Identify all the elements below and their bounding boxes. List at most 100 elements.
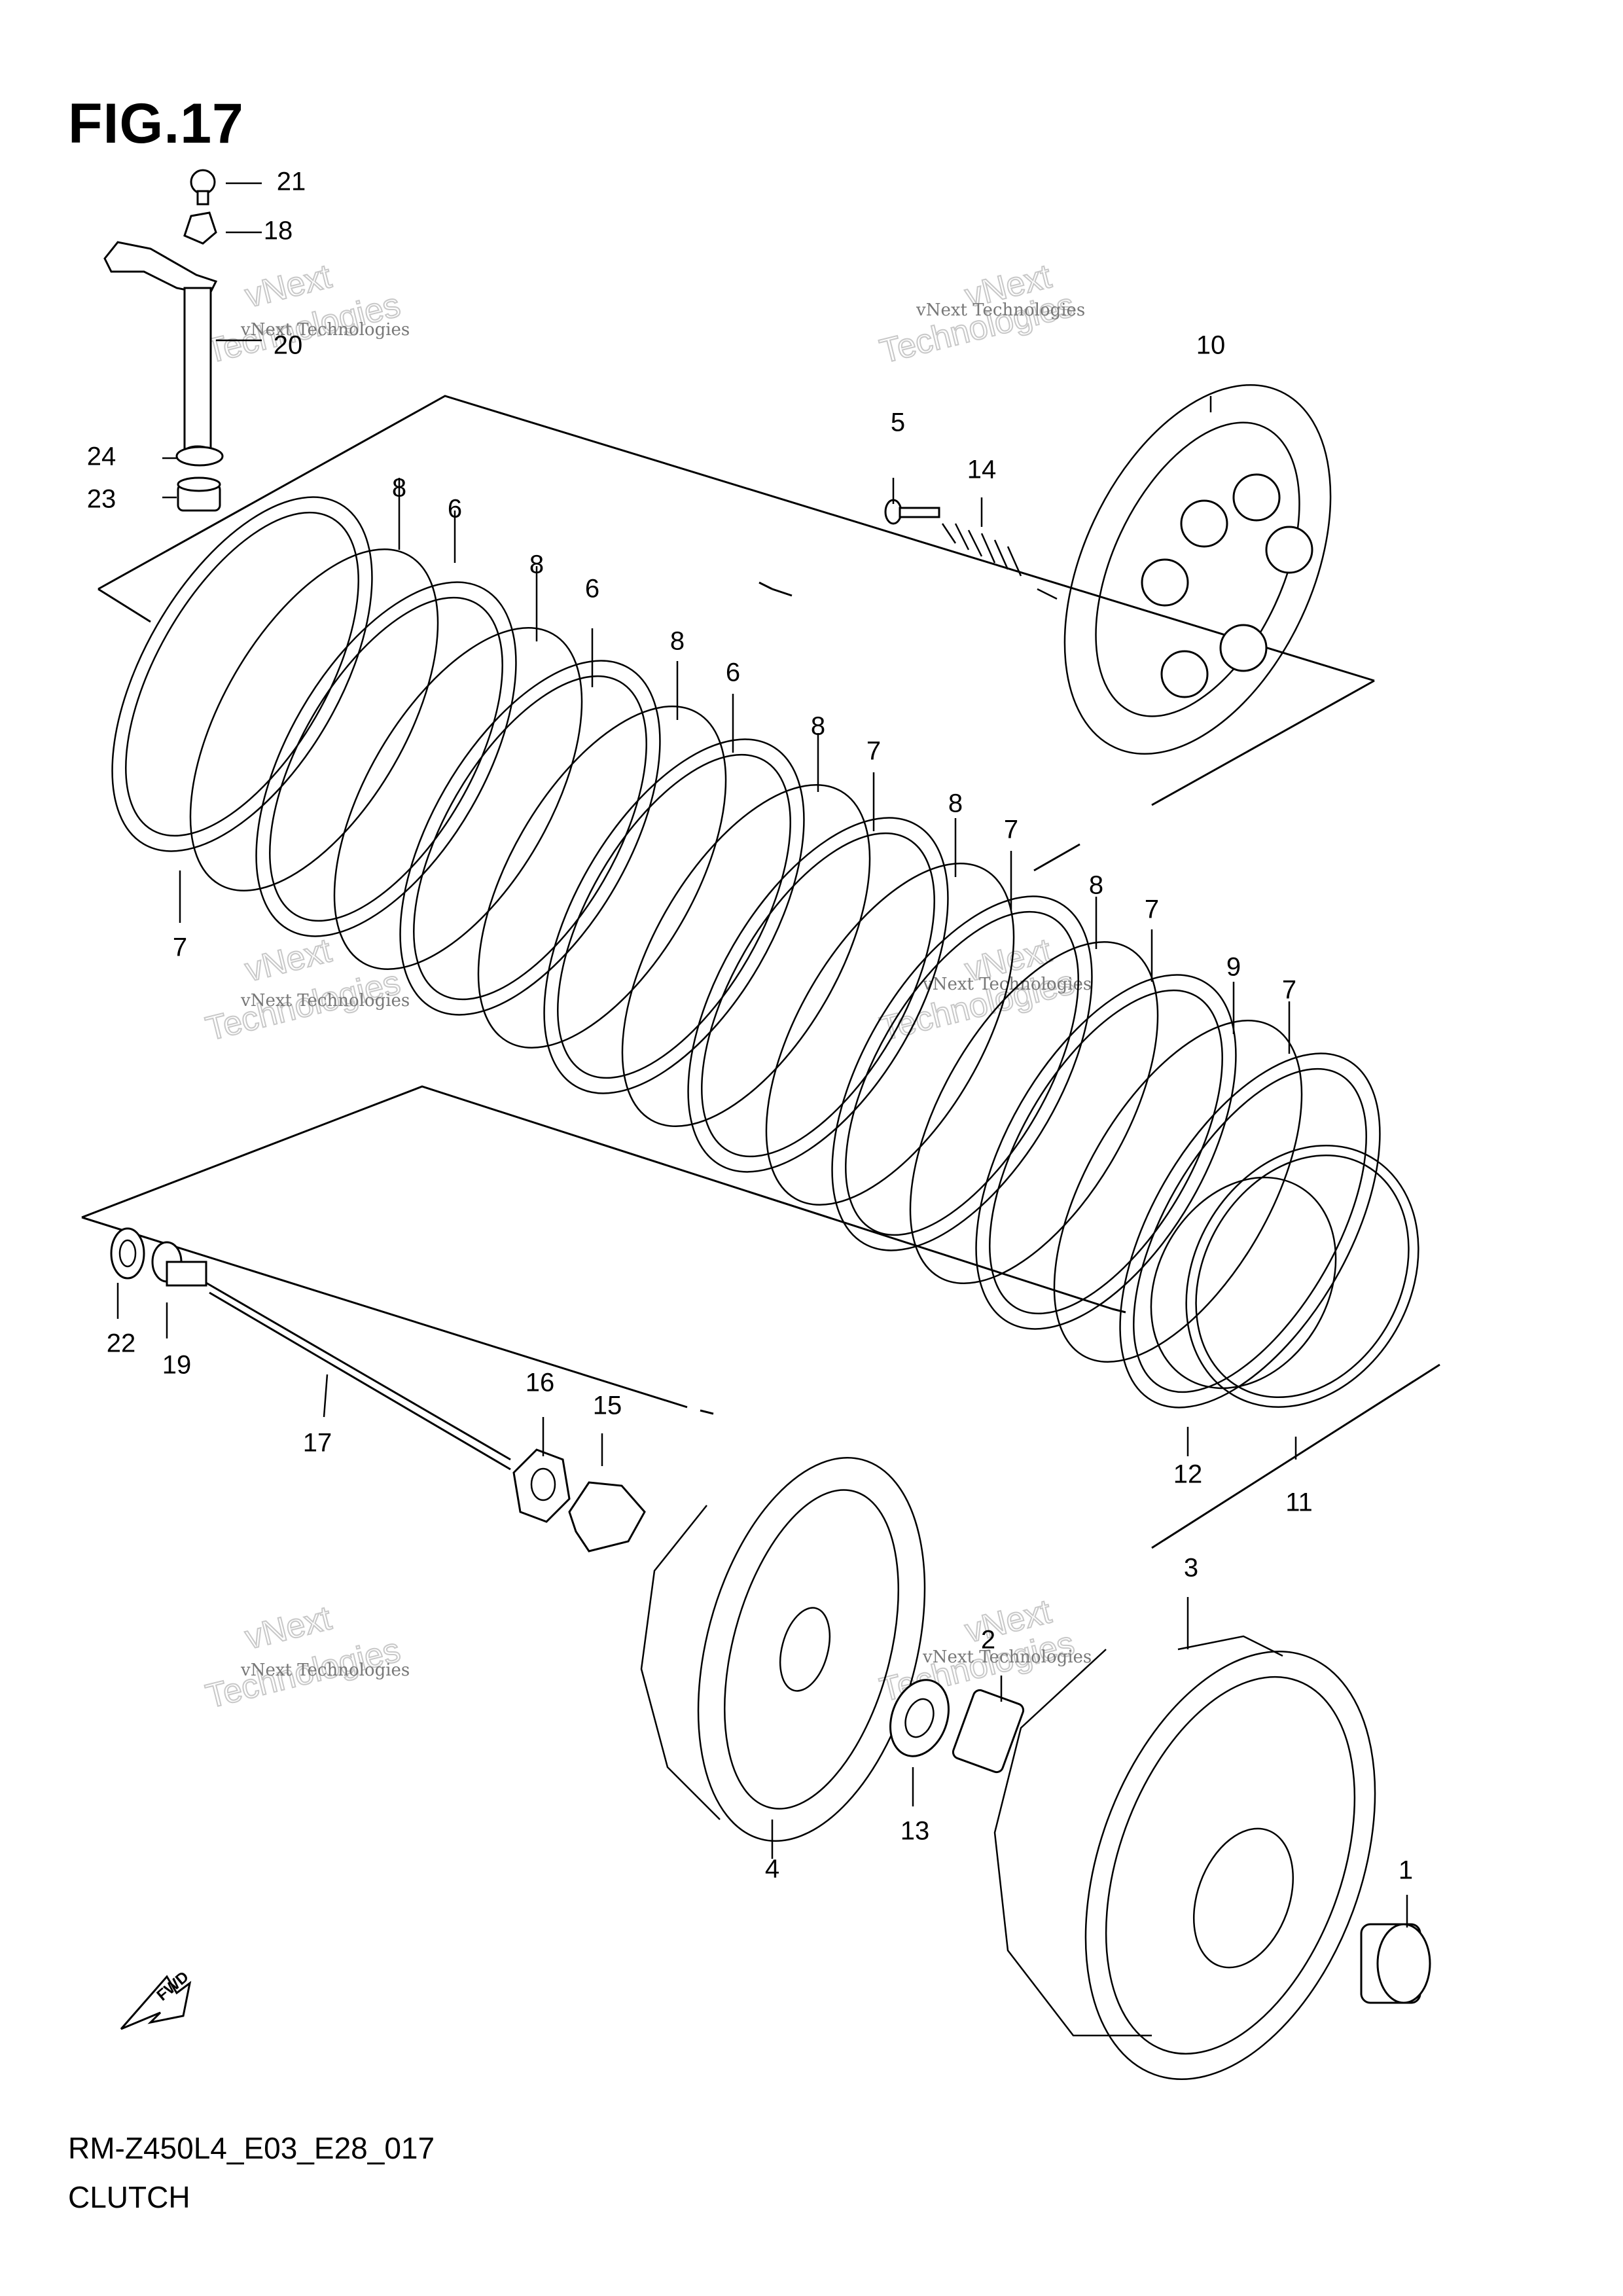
callout-2: 2: [981, 1626, 995, 1655]
driven-plate: [765, 863, 1015, 1206]
housing-center-gear: [1192, 1827, 1294, 1969]
drive-plate: [975, 974, 1237, 1330]
watermark-big: vNext: [241, 931, 336, 990]
pressure-plate-inner: [1095, 422, 1300, 717]
drive-plate: [255, 581, 517, 937]
hub-spline: [779, 1607, 831, 1692]
callout-16: 16: [526, 1369, 555, 1397]
callout-8: 8: [811, 712, 825, 741]
nut-16-hole: [530, 1467, 556, 1501]
hub-inner: [724, 1489, 899, 1810]
nut-16: [512, 1448, 571, 1523]
callout-18: 18: [264, 217, 293, 245]
callout-8: 8: [392, 474, 406, 503]
callout-10: 10: [1196, 331, 1226, 360]
drive-plate: [399, 660, 661, 1016]
callout-leaders-top-left: [162, 182, 262, 499]
drive-plate-inner: [845, 910, 1079, 1236]
callout-14: 14: [967, 456, 997, 484]
spring-14: [941, 523, 1022, 577]
push-piece-19-body: [166, 1261, 207, 1287]
clutch-housing-3: [993, 1635, 1376, 2080]
callout-6: 6: [448, 495, 462, 524]
spacer-1-face: [1376, 1923, 1431, 2004]
spring-boss: [1265, 526, 1313, 574]
drive-plate: [687, 817, 949, 1173]
release-shaft-20: [183, 287, 212, 453]
thrust-washer-13: [889, 1679, 950, 1757]
driven-plate: [909, 941, 1159, 1284]
callout-19: 19: [162, 1351, 192, 1380]
spring-washer-11: [1185, 1145, 1419, 1408]
drive-plate: [111, 496, 373, 852]
callout-13: 13: [901, 1817, 930, 1846]
callout-6: 6: [726, 658, 740, 687]
drive-plate-inner: [413, 675, 647, 1001]
clutch-plate-stack: [111, 496, 1419, 1408]
lock-washer-15: [568, 1481, 646, 1552]
callout-4: 4: [765, 1855, 779, 1884]
fwd-arrow-icon: [120, 1975, 192, 2030]
release-arm: [103, 241, 218, 296]
housing-rim: [1177, 1635, 1283, 1657]
callout-7: 7: [1004, 816, 1018, 844]
upper-boundary-line: [98, 395, 1375, 872]
callout-8: 8: [1089, 871, 1103, 900]
callout-7: 7: [1145, 895, 1159, 924]
callout-6: 6: [585, 575, 599, 603]
thrust-washer-13-hole: [904, 1698, 935, 1738]
bolt-21-shank: [196, 190, 209, 206]
pressure-plate-outer: [1063, 384, 1332, 755]
callout-leaders-plates: [179, 478, 1291, 1054]
callout-22: 22: [107, 1329, 136, 1358]
washer-12: [1150, 1176, 1337, 1390]
housing-face: [1105, 1676, 1356, 2055]
spring-boss: [1180, 499, 1228, 548]
watermark-small: vNext Technologies: [240, 320, 410, 340]
callout-5: 5: [891, 408, 905, 437]
needle-bearing-2: [952, 1689, 1025, 1774]
spring-boss: [1141, 558, 1189, 607]
drive-plate-inner: [557, 753, 791, 1079]
seal-22-inner: [118, 1239, 137, 1268]
pressure-plate-10: [1063, 384, 1332, 755]
driven-plate-9: [1053, 1020, 1303, 1363]
callout-17: 17: [303, 1429, 332, 1458]
spring-axis-line: [1037, 588, 1058, 600]
hub-side-profile: [640, 1505, 721, 1820]
callout-23: 23: [87, 485, 116, 514]
drive-plate-inner: [989, 989, 1223, 1315]
callout-8: 8: [670, 627, 685, 656]
release-shaft-group: [103, 169, 224, 512]
bolt-5-shank: [899, 507, 940, 518]
drive-plate-inner: [1133, 1067, 1367, 1393]
drive-plate-inner: [701, 832, 935, 1158]
driven-plate: [477, 706, 727, 1049]
bearing-23-top: [177, 476, 221, 492]
callout-7: 7: [866, 737, 881, 766]
drive-plate: [1119, 1052, 1381, 1408]
oil-seal-24: [175, 446, 224, 467]
watermark-small: vNext Technologies: [922, 1647, 1092, 1667]
callout-12: 12: [1173, 1460, 1203, 1489]
diagram-name: CLUTCH: [68, 2180, 190, 2214]
figure-title: FIG.17: [68, 92, 244, 155]
driven-plate: [189, 548, 439, 891]
bracket-18: [183, 211, 217, 245]
housing-gear: [1084, 1651, 1376, 2080]
callout-numbers: 21 18 20 24 23 8 6 8 6 8 6 8 7 8 7 8 7 9…: [87, 168, 1413, 1885]
callout-3: 3: [1184, 1554, 1198, 1583]
watermark-big: vNext: [241, 1599, 336, 1657]
bolt-spring-group: [884, 499, 1058, 600]
callout-1: 1: [1399, 1856, 1413, 1885]
drive-plate-inner: [125, 511, 359, 837]
fwd-arrow: FWD: [120, 1968, 192, 2030]
watermark-small: vNext Technologies: [240, 1660, 410, 1680]
drive-plate: [831, 895, 1093, 1251]
spring-boss: [1232, 473, 1281, 522]
spring-boss: [1219, 624, 1268, 672]
driven-plate: [333, 627, 583, 970]
callout-11: 11: [1285, 1488, 1313, 1517]
spring-washer-11-inner: [1195, 1154, 1410, 1399]
